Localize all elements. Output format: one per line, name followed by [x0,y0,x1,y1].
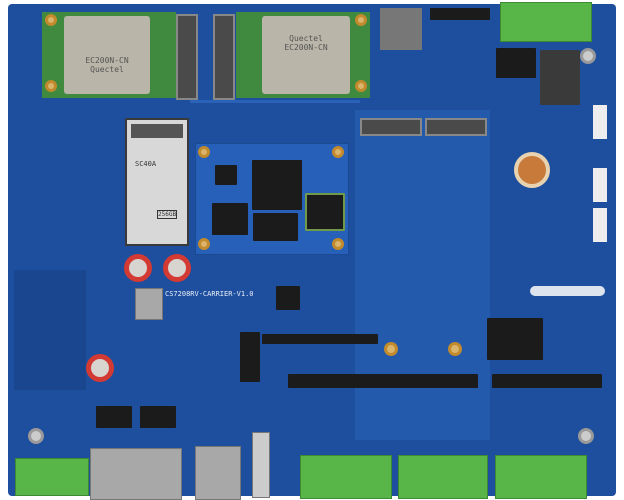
inductor [135,288,163,320]
module-brand: Quectel [289,34,323,43]
module-brand: Quectel [90,65,124,74]
ssd-connector [131,124,183,138]
ethernet-jack [90,448,182,500]
isolation-module [487,318,543,360]
ethernet-transformer [96,406,132,428]
header-connector [430,8,490,20]
electrolytic-capacitor [124,254,152,282]
m2-slot [176,14,198,100]
pin-header [262,334,378,344]
module-model: EC200N-CN [85,56,129,65]
flash-chip [212,203,248,235]
soc-chip [252,160,302,210]
module-model: EC200N-CN [284,43,328,52]
power-terminal [15,458,89,496]
electrolytic-capacitor [163,254,191,282]
mounting-hole [580,48,596,64]
relay [496,48,536,78]
wifi-chip [305,193,345,231]
controller-chip [276,286,300,310]
copper-pour [14,270,86,390]
test-point [384,342,398,356]
mounting-pad [198,238,210,250]
terminal-block [495,455,587,499]
m2-slot-area [355,110,490,440]
ssd-capacity: 256GB [157,210,178,219]
ssd-brand: SC40A [135,160,157,168]
pin-header [492,374,602,388]
mounting-hole [578,428,594,444]
mounting-pad [355,80,367,92]
terminal-block [398,455,488,499]
m2-slot [425,118,487,136]
mounting-pad [45,80,57,92]
board-label: CS7208RV-CARRIER-V1.0 [165,290,254,298]
relay [540,50,580,105]
terminal-block [500,2,592,42]
mounting-pad [332,238,344,250]
antenna-connector [45,14,57,26]
m2-slot [360,118,422,136]
jst-connector [593,168,607,202]
rtc-battery-holder [514,152,550,188]
terminal-block [300,455,392,499]
ssd-module: SC40A 256GB [125,118,189,246]
pmic-chip [215,165,237,185]
mounting-pad [198,146,210,158]
test-point [448,342,462,356]
ram-chip [253,213,298,241]
antenna-connector [355,14,367,26]
jst-connector [593,208,607,242]
pin-header [288,374,478,388]
m2-slot [213,14,235,100]
sim-slot [380,8,422,50]
usb-port [195,446,241,500]
silkscreen-bar [530,286,605,296]
electrolytic-capacitor [86,354,114,382]
trace [190,100,360,103]
chip [240,332,260,382]
ethernet-transformer [140,406,176,428]
mounting-pad [332,146,344,158]
mounting-hole [28,428,44,444]
hdmi-port [252,432,270,498]
jst-connector [593,105,607,139]
